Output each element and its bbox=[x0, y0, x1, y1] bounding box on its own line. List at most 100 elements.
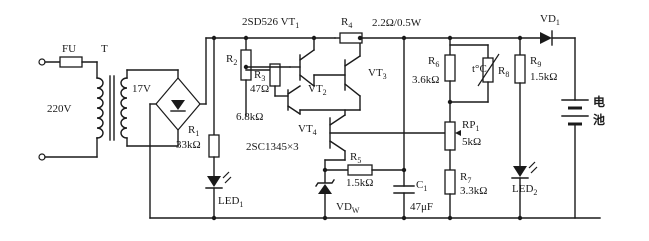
svg-text:R7: R7 bbox=[460, 171, 471, 185]
vt4-name: VT bbox=[298, 123, 313, 135]
vt3-name: VT bbox=[368, 67, 383, 79]
vd1-name: VD bbox=[540, 13, 556, 25]
bridge-rectifier bbox=[149, 37, 207, 219]
r5-name: R bbox=[350, 151, 358, 163]
svg-text:VDW: VDW bbox=[336, 201, 360, 215]
r8-tc: t°C bbox=[472, 63, 487, 75]
vt1-part: 2SD526 VT bbox=[242, 16, 296, 28]
vt4-sub: 4 bbox=[313, 128, 317, 137]
r9-value: 1.5kΩ bbox=[530, 71, 557, 83]
resistor-r1 bbox=[208, 134, 220, 158]
led2-sub: 2 bbox=[533, 188, 537, 197]
r4-sub: 4 bbox=[348, 21, 352, 30]
r5-value: 1.5kΩ bbox=[346, 177, 373, 189]
input-terminal-bottom bbox=[38, 153, 46, 161]
r6-sub: 6 bbox=[435, 60, 439, 69]
vdw-name: VD bbox=[336, 201, 352, 213]
resistor-r6 bbox=[444, 54, 456, 82]
r6-name: R bbox=[428, 55, 436, 67]
r5-sub: 5 bbox=[357, 156, 361, 165]
c1-sub: 1 bbox=[423, 184, 427, 193]
r1-value: 33kΩ bbox=[176, 139, 201, 151]
led1 bbox=[205, 171, 232, 189]
battery-label-1: 电 bbox=[593, 94, 605, 109]
r8-name: R bbox=[498, 65, 506, 77]
svg-text:VT4: VT4 bbox=[298, 123, 317, 137]
fuse-label: FU bbox=[62, 43, 76, 55]
r9-sub: 9 bbox=[537, 60, 541, 69]
c1-name: C bbox=[416, 179, 423, 191]
svg-text:R6: R6 bbox=[428, 55, 439, 69]
input-voltage-label: 220V bbox=[47, 103, 72, 115]
r3-name: R bbox=[254, 69, 262, 81]
svg-text:LED1: LED1 bbox=[218, 195, 243, 209]
led2 bbox=[511, 161, 538, 179]
r6-value: 3.6kΩ bbox=[412, 74, 439, 86]
battery-label-2: 池 bbox=[593, 112, 605, 127]
transistor-vt1 bbox=[289, 37, 315, 87]
input-terminal-top bbox=[38, 58, 46, 66]
fuse bbox=[59, 56, 83, 68]
svg-text:2SD526 VT1: 2SD526 VT1 bbox=[242, 16, 299, 30]
r7-name: R bbox=[460, 171, 468, 183]
svg-text:VT3: VT3 bbox=[368, 67, 387, 81]
r4-value: 2.2Ω/0.5W bbox=[372, 17, 422, 29]
transistor-vt2 bbox=[274, 85, 301, 115]
svg-text:LED2: LED2 bbox=[512, 183, 537, 197]
r3-value: 47Ω bbox=[250, 83, 269, 95]
svg-text:R3: R3 bbox=[254, 69, 265, 83]
svg-text:C1: C1 bbox=[416, 179, 427, 193]
resistor-r7 bbox=[444, 169, 456, 195]
vt4-part: 2SC1345×3 bbox=[246, 141, 299, 153]
r1-name: R bbox=[188, 124, 196, 136]
vt2-sub: 2 bbox=[323, 88, 327, 97]
led2-name: LED bbox=[512, 183, 533, 195]
r7-sub: 7 bbox=[467, 176, 471, 185]
rp1-sub: 1 bbox=[475, 124, 479, 133]
zener-vdw bbox=[315, 179, 335, 194]
vt1-sub: 1 bbox=[295, 21, 299, 30]
diode-vd1 bbox=[540, 30, 553, 46]
resistor-r9 bbox=[514, 54, 526, 84]
r9-name: R bbox=[530, 55, 538, 67]
transistor-vt3 bbox=[313, 37, 361, 111]
transistor-vt4 bbox=[329, 109, 346, 161]
svg-text:VT2: VT2 bbox=[308, 83, 327, 97]
led1-name: LED bbox=[218, 195, 239, 207]
r7-value: 3.3kΩ bbox=[460, 185, 487, 197]
vt3-sub: 3 bbox=[383, 72, 387, 81]
c1-value: 47μF bbox=[410, 201, 433, 213]
r8-sub: 8 bbox=[505, 70, 509, 79]
r2-sub: 2 bbox=[233, 58, 237, 67]
battery bbox=[561, 99, 589, 126]
svg-text:R1: R1 bbox=[188, 124, 199, 138]
svg-text:R8: R8 bbox=[498, 65, 509, 79]
r4-name: R bbox=[341, 16, 349, 28]
capacitor-c1 bbox=[393, 185, 415, 194]
r1-sub: 1 bbox=[195, 129, 199, 138]
svg-text:VD1: VD1 bbox=[540, 13, 560, 27]
led1-sub: 1 bbox=[239, 200, 243, 209]
vd1-sub: 1 bbox=[556, 18, 560, 27]
svg-text:R5: R5 bbox=[350, 151, 361, 165]
r2-name: R bbox=[226, 53, 234, 65]
rp1-value: 5kΩ bbox=[462, 136, 481, 148]
transformer-label: T bbox=[101, 43, 108, 55]
resistor-r5 bbox=[347, 164, 373, 176]
svg-text:R9: R9 bbox=[530, 55, 541, 69]
transformer-secondary bbox=[120, 77, 128, 139]
vdw-sub: W bbox=[352, 206, 360, 215]
junction-dots bbox=[211, 35, 523, 221]
r2-value: 6.8kΩ bbox=[236, 111, 263, 123]
rp1-name: RP bbox=[462, 119, 475, 131]
mains-input bbox=[38, 56, 179, 161]
potentiometer-rp1 bbox=[444, 121, 456, 151]
r3-sub: 3 bbox=[261, 74, 265, 83]
svg-text:RP1: RP1 bbox=[462, 119, 479, 133]
svg-text:R4: R4 bbox=[341, 16, 352, 30]
vt2-name: VT bbox=[308, 83, 323, 95]
secondary-voltage-label: 17V bbox=[132, 83, 151, 95]
svg-text:R2: R2 bbox=[226, 53, 237, 67]
transformer-primary bbox=[96, 77, 104, 139]
